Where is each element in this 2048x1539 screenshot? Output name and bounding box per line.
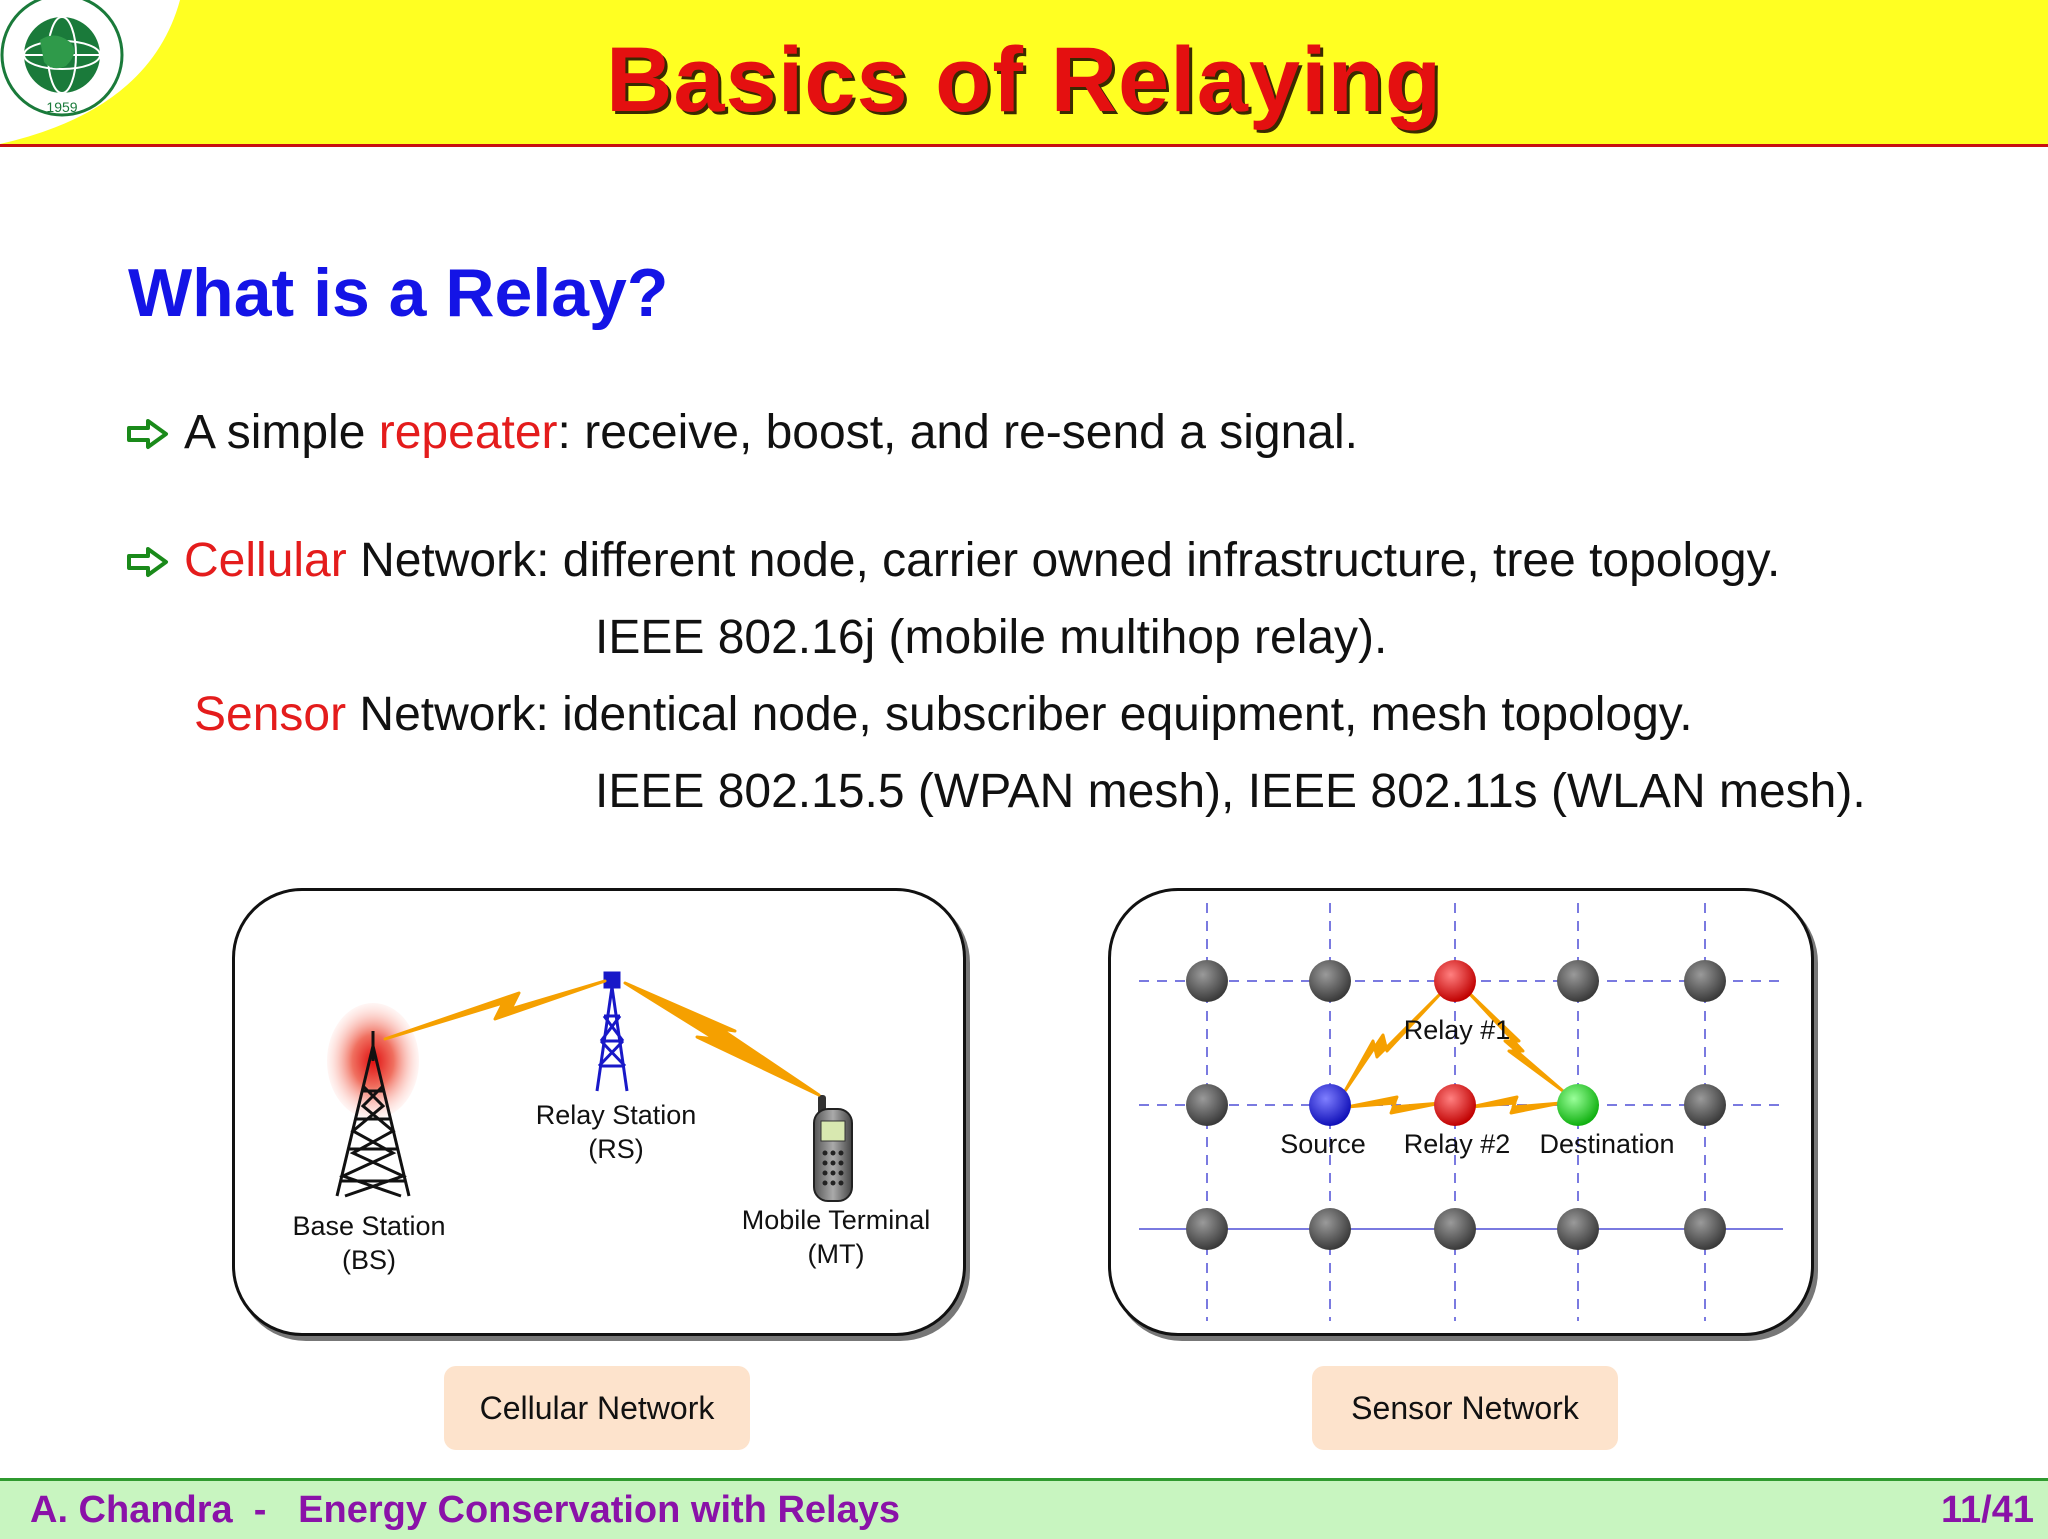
relay-1-node <box>1434 960 1476 1002</box>
sensor-node <box>1434 1208 1476 1250</box>
lightning-bolt-icon <box>383 979 607 1041</box>
slide-footer: A. Chandra - Energy Conservation with Re… <box>0 1478 2048 1539</box>
hollow-arrow-icon <box>127 419 168 449</box>
bullet-cellular: Cellular Network: different node, carrie… <box>184 533 1780 588</box>
relay-2-node <box>1434 1084 1476 1126</box>
relay-station-tower-icon <box>595 971 629 1092</box>
sensor-node <box>1309 960 1351 1002</box>
sensor-line: Sensor Network: identical node, subscrib… <box>194 687 1693 742</box>
logo-year: 1959 <box>46 99 77 115</box>
base-station-tower-icon <box>335 1031 411 1198</box>
sensor-node-row-1 <box>1186 960 1726 1002</box>
sensor-node-row-2 <box>1186 1084 1726 1126</box>
sensor-node <box>1684 1208 1726 1250</box>
sensor-caption: Sensor Network <box>1312 1366 1618 1450</box>
cellular-standard: IEEE 802.16j (mobile multihop relay). <box>595 611 1388 664</box>
sensor-node <box>1684 1084 1726 1126</box>
sensor-node <box>1557 1208 1599 1250</box>
footer-author: A. Chandra - Energy Conservation with Re… <box>30 1489 900 1531</box>
sensor-node <box>1557 960 1599 1002</box>
ait-logo: 1959 <box>0 0 180 144</box>
sensor-highlight: Sensor <box>194 688 347 741</box>
sensor-diagram: Relay #1 Source Relay #2 Destination <box>1108 888 1814 1336</box>
mobile-terminal-abbr: (MT) <box>808 1239 865 1269</box>
slide-title: Basics of Relaying <box>605 29 1443 131</box>
base-station-abbr: (BS) <box>342 1245 396 1275</box>
relay-station-abbr: (RS) <box>588 1134 644 1164</box>
sensor-node-row-3 <box>1186 1208 1726 1250</box>
section-heading: What is a Relay? <box>128 255 669 331</box>
page-number: 11/41 <box>1941 1489 2034 1531</box>
mobile-phone-icon <box>813 1095 853 1202</box>
bullet-lead: A simple <box>184 406 379 459</box>
bullet-rest: Network: different node, carrier owned i… <box>346 534 1781 587</box>
destination-label: Destination <box>1539 1129 1674 1159</box>
sensor-node <box>1309 1208 1351 1250</box>
cellular-diagram: Base Station (BS) Relay Station (RS) Mob… <box>232 888 966 1336</box>
bullet-repeater: A simple repeater: receive, boost, and r… <box>184 405 1358 460</box>
sensor-node <box>1186 1208 1228 1250</box>
lightning-bolt-icon <box>1469 1095 1563 1115</box>
sensor-node <box>1186 960 1228 1002</box>
bullet-highlight: Cellular <box>184 534 347 587</box>
relay-1-label: Relay #1 <box>1404 1015 1511 1045</box>
relay-station-label: Relay Station <box>536 1100 697 1130</box>
sensor-node <box>1684 960 1726 1002</box>
lightning-bolt-icon <box>623 981 821 1097</box>
mesh-grid <box>1139 903 1783 1321</box>
source-label: Source <box>1280 1129 1366 1159</box>
slide-header: 1959 Basics of Relaying <box>0 0 2048 147</box>
hollow-arrow-icon <box>127 547 168 577</box>
mobile-terminal-label: Mobile Terminal <box>742 1205 931 1235</box>
base-station-label: Base Station <box>292 1211 445 1241</box>
sensor-node <box>1186 1084 1228 1126</box>
sensor-standard: IEEE 802.15.5 (WPAN mesh), IEEE 802.11s … <box>595 765 1866 818</box>
bullet-rest: : receive, boost, and re-send a signal. <box>557 406 1358 459</box>
cellular-caption: Cellular Network <box>444 1366 750 1450</box>
relay-2-label: Relay #2 <box>1404 1129 1511 1159</box>
lightning-bolt-icon <box>1345 1095 1443 1115</box>
source-node <box>1309 1084 1351 1126</box>
sensor-rest: Network: identical node, subscriber equi… <box>346 688 1693 741</box>
bullet-highlight: repeater <box>378 406 558 459</box>
destination-node <box>1557 1084 1599 1126</box>
